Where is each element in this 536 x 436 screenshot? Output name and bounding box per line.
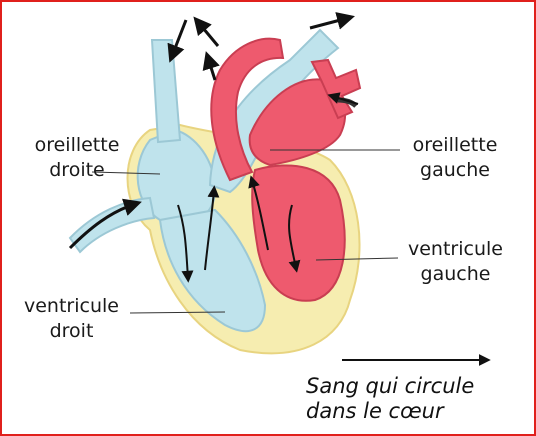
leader-right-atrium <box>91 171 161 175</box>
arrow-left-ventricle-up <box>248 175 269 251</box>
arrow-pulmonary-artery <box>309 12 355 30</box>
vena-cava-inferior <box>68 196 156 254</box>
leader-right-ventricle <box>129 311 226 314</box>
label-left-atrium: oreillette gauche <box>412 134 498 181</box>
arrow-sup-vena-cava <box>167 19 188 63</box>
label-left-ventricle: ventricule gauche <box>408 238 503 285</box>
label-right-atrium: oreillette droite <box>34 134 120 181</box>
vena-cava-superior <box>150 39 182 144</box>
right-ventricle <box>158 208 267 333</box>
arrow-aorta-out <box>193 16 220 47</box>
left-atrium <box>248 78 346 167</box>
label-right-ventricle: ventricule droit <box>24 295 119 342</box>
left-ventricle <box>251 164 346 302</box>
arrow-pulmonary-vein-in <box>327 92 359 105</box>
arrow-aorta-down <box>202 51 220 81</box>
leader-left-ventricle <box>315 257 399 261</box>
pulmonary-veins <box>310 58 362 120</box>
arrow-right-ventricle-up <box>204 185 220 271</box>
arrow-inf-vena-cava <box>68 198 142 250</box>
legend-caption: Sang qui circule dans le cœur <box>306 374 475 423</box>
arrow-right-atrium-down <box>177 204 194 283</box>
arrow-left-atrium-down <box>288 204 301 273</box>
aorta <box>210 37 285 182</box>
